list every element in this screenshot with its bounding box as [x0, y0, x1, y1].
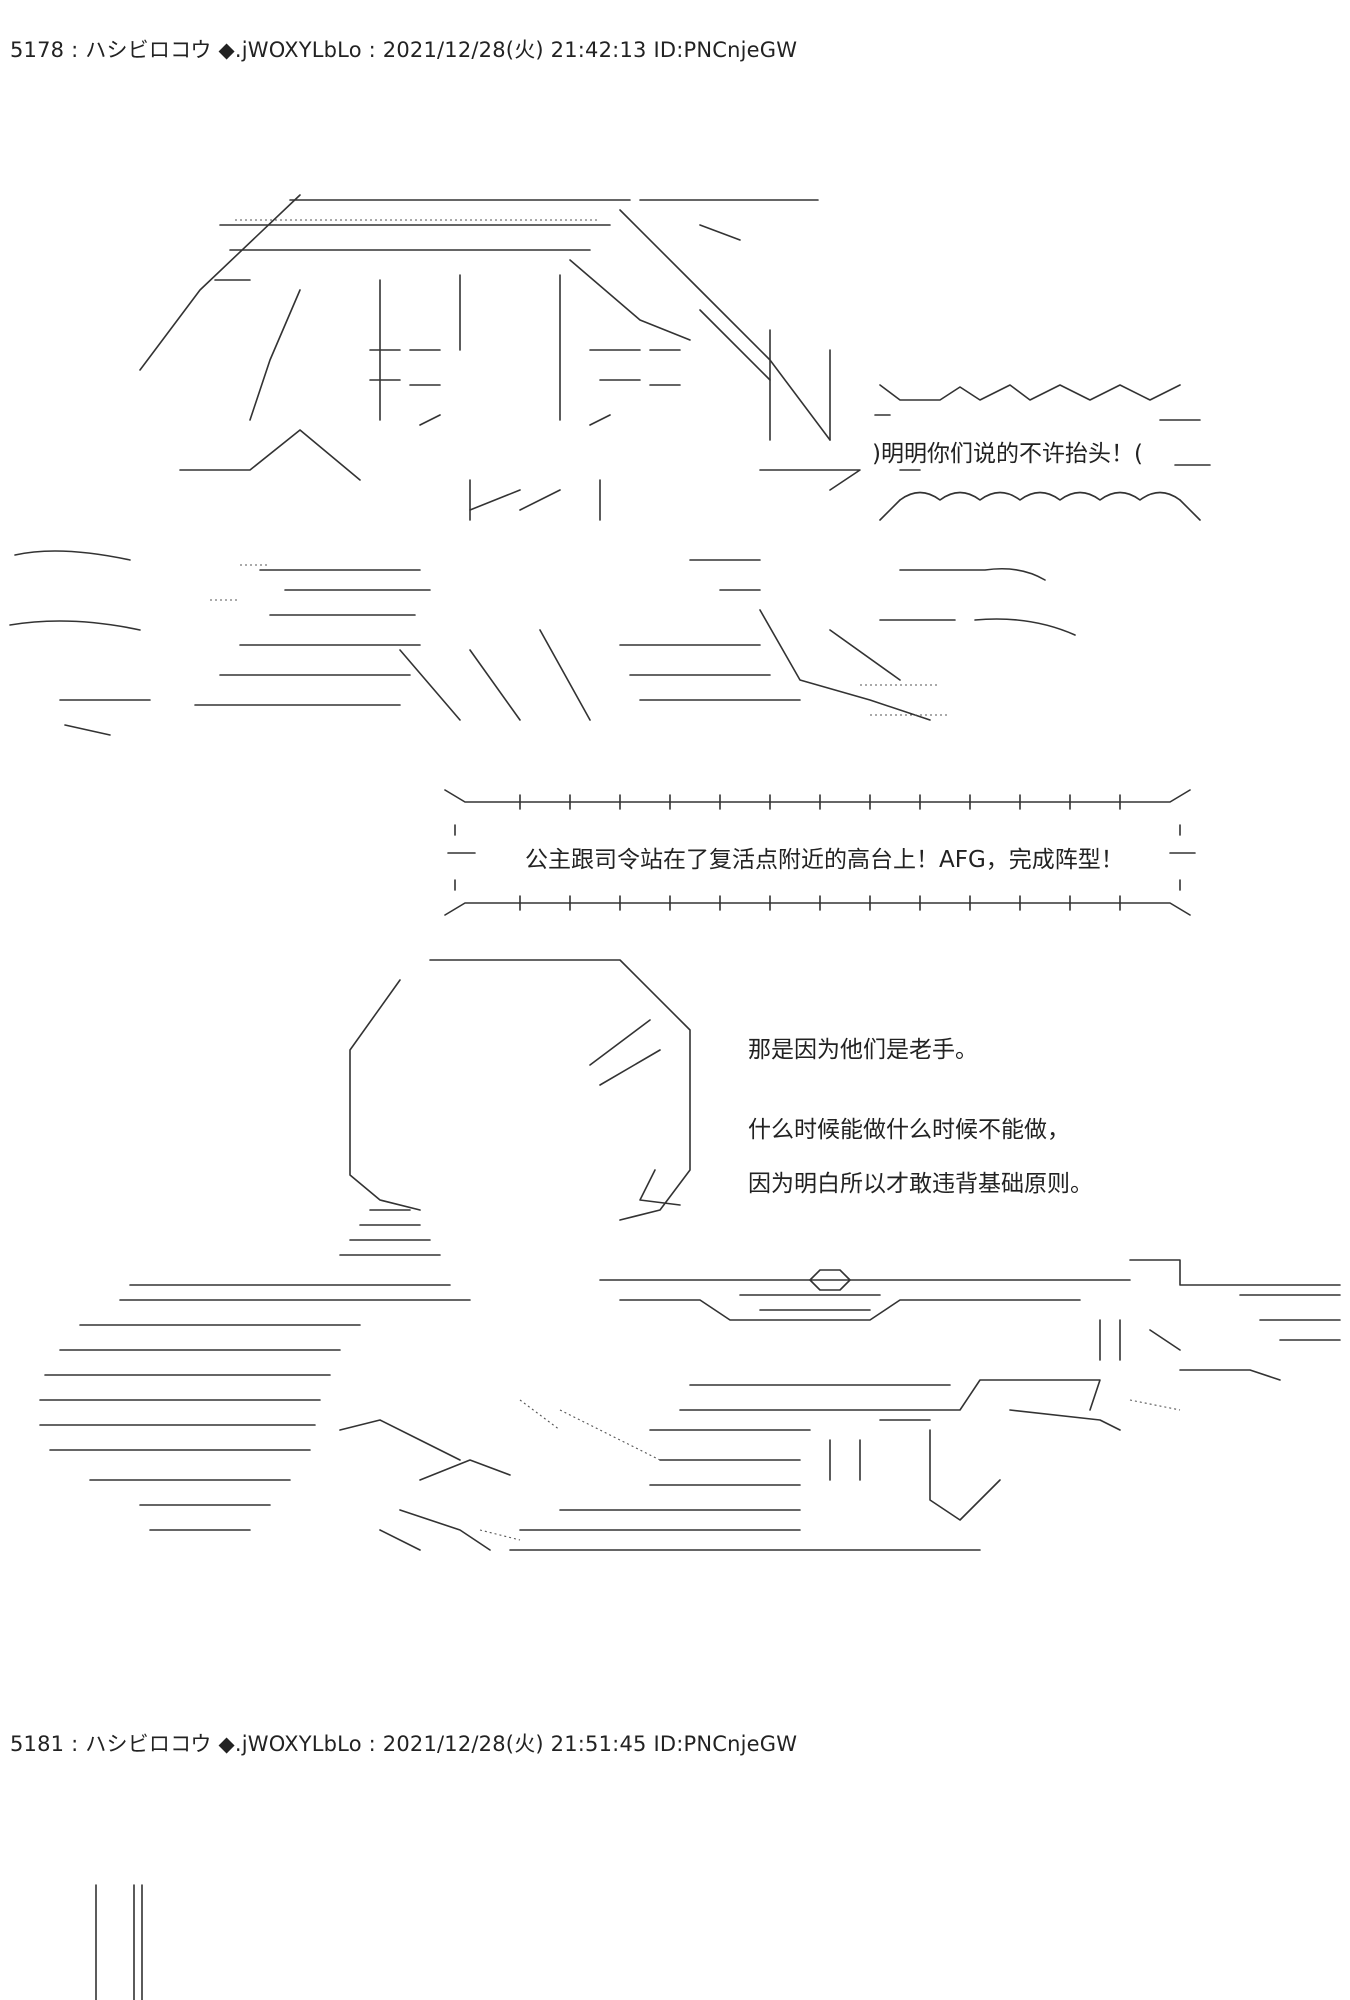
ascii-art-prone-sniper	[39, 959, 1341, 1551]
ascii-art-hooded-figures	[9, 194, 1076, 736]
shout-text: )明明你们说的不许抬头！(	[872, 441, 1143, 467]
ascii-art-pillars	[95, 1884, 143, 2000]
post-header-5178: 5178 : ハシビロコウ ◆.jWOXYLbLo : 2021/12/28(火…	[10, 38, 798, 62]
post-header-5181: 5181 : ハシビロコウ ◆.jWOXYLbLo : 2021/12/28(火…	[10, 1732, 798, 1756]
banner-text: 公主跟司令站在了复活点附近的高台上！AFG，完成阵型！	[525, 847, 1124, 873]
dialogue-line-3: 因为明白所以才敢违背基础原则。	[748, 1171, 1093, 1197]
shout-bubble	[874, 384, 1211, 521]
dialogue-line-1: 那是因为他们是老手。	[748, 1037, 978, 1063]
narration-banner-frame	[444, 789, 1196, 916]
dialogue-line-2: 什么时候能做什么时候不能做，	[748, 1117, 1070, 1143]
